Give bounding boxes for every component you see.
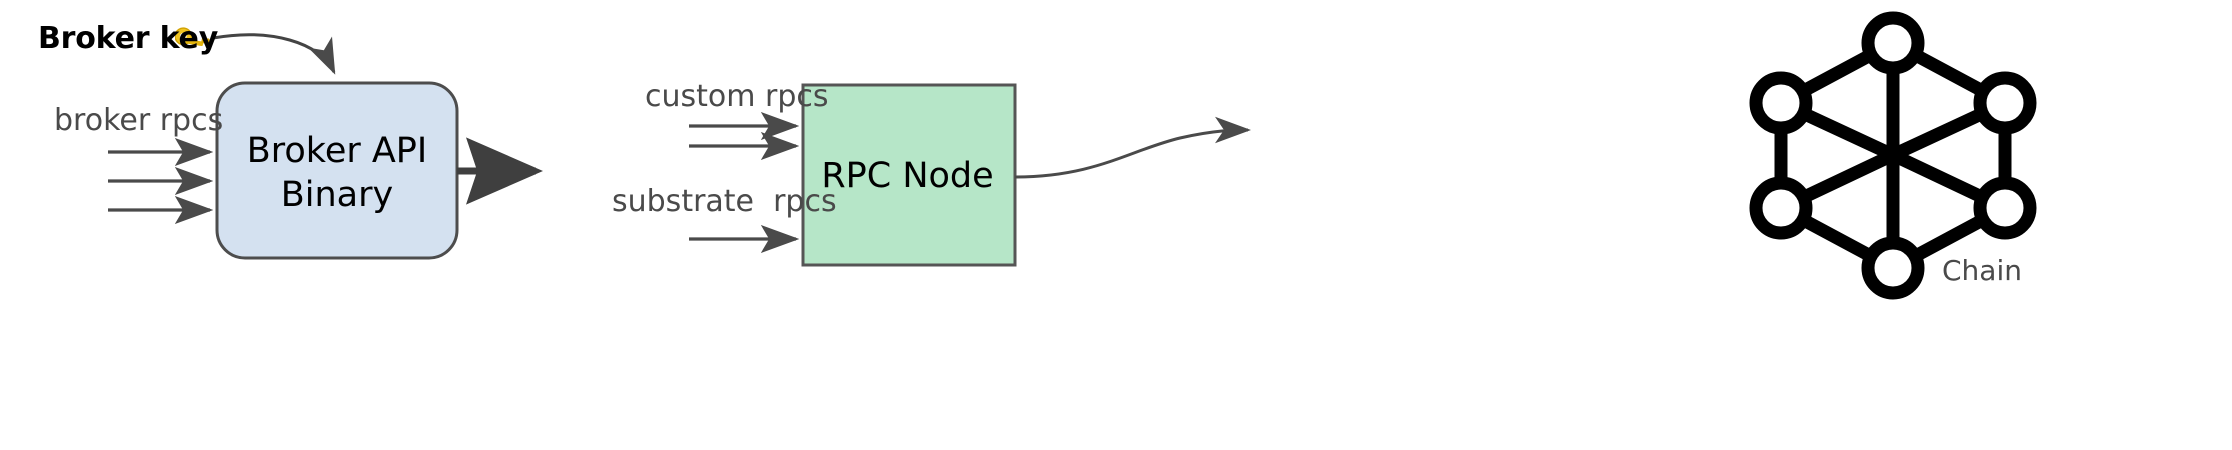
- chain-label: Chain: [1942, 254, 2022, 287]
- chain-node-upper-left: [1749, 71, 1813, 135]
- substrate-rpcs-label: substrate rpcs: [612, 184, 837, 219]
- rpc-node-label: RPC Node: [821, 156, 994, 196]
- chain-node-top: [1861, 11, 1925, 75]
- rpc-node-box: [801, 83, 1017, 267]
- chain-node-lower-left: [1749, 176, 1813, 240]
- chain-node-lower-right: [1973, 176, 2037, 240]
- custom-rpcs-label: custom rpcs: [645, 79, 829, 114]
- rpc-to-chain-arrow: [1014, 116, 1251, 179]
- broker-api-binary-label: Broker API Binary: [246, 131, 428, 215]
- chain-node-bottom: [1861, 236, 1925, 300]
- broker-key-label: Broker key: [38, 21, 219, 56]
- chain-network-icon: [1774, 36, 2012, 275]
- broker-key-arrow: [212, 33, 336, 75]
- chain-node-upper-right: [1973, 71, 2037, 135]
- key-icon: [175, 27, 210, 47]
- chain-network-nodes: [1749, 11, 2037, 300]
- broker-rpcs-label: broker rpcs: [54, 103, 224, 138]
